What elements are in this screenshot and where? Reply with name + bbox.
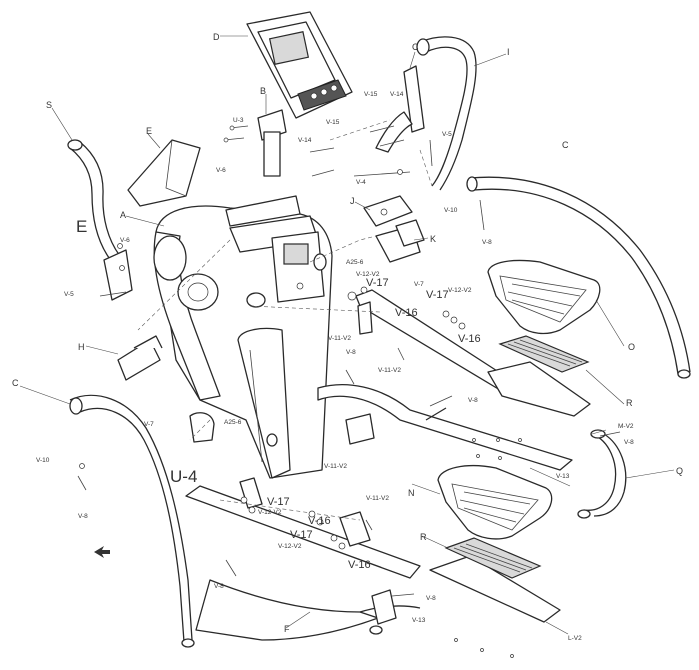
- label-r-upper: R: [626, 398, 633, 408]
- label-v5b: V-5: [64, 291, 74, 298]
- bracket-part-j: [363, 195, 413, 227]
- label-v10a: V-10: [444, 207, 458, 214]
- label-v15a: V-15: [364, 91, 378, 98]
- label-v16b: V-16: [458, 333, 481, 345]
- bracket-part-k: [375, 219, 425, 263]
- label-v14a: V-14: [390, 91, 404, 98]
- label-n: N: [408, 488, 415, 498]
- label-d: D: [213, 32, 220, 42]
- label-v8f: V-8: [214, 583, 224, 590]
- label-v14b: V-14: [298, 137, 312, 144]
- pedal-rail-lower: [185, 477, 561, 623]
- label-v8d: V-8: [624, 439, 634, 446]
- label-v4: V-4: [356, 179, 366, 186]
- post-part-c: [375, 65, 425, 153]
- bracket-part-h: [117, 335, 163, 381]
- arm-part-c-left: [69, 394, 195, 648]
- base-crossmember: [317, 384, 573, 471]
- label-c-left: C: [12, 378, 19, 388]
- pointer-arrow-icon: [94, 546, 110, 558]
- column-part-b: [257, 109, 287, 177]
- label-v17b: V-17: [426, 289, 449, 301]
- label-v16a: V-16: [395, 307, 418, 319]
- fasteners: [77, 125, 621, 658]
- label-v11v2b: V-11-V2: [378, 367, 401, 374]
- label-j: J: [350, 196, 355, 206]
- label-v7a: V-7: [414, 281, 424, 288]
- frame-part-f: [195, 579, 421, 641]
- handlebar-part-s: [67, 139, 133, 301]
- label-e-large: E: [76, 217, 87, 236]
- label-u3: U-3: [233, 117, 244, 124]
- label-v17c: V-17: [267, 496, 290, 508]
- pedal-pad-part-r-upper: [498, 335, 590, 373]
- label-h: H: [78, 342, 85, 352]
- label-a256b: A25-6: [224, 419, 242, 426]
- assembly-lines: [137, 119, 433, 521]
- label-v11v2a: V-11-V2: [328, 335, 351, 342]
- handlebar-part-i: [416, 36, 477, 191]
- part-labels: D C I S B U-3 V-6 E V-15 V-14 V-15 V-14 …: [12, 32, 683, 642]
- label-v8e: V-8: [78, 513, 88, 520]
- label-v16c: V-16: [308, 515, 331, 527]
- label-v12v2c: V-12-V2: [258, 509, 282, 516]
- pedal-pad-part-r-lower: [444, 537, 542, 579]
- shroud-part-e: [127, 139, 201, 207]
- label-q: Q: [676, 466, 683, 476]
- label-v7b: V-7: [144, 421, 154, 428]
- pedal-part-n: [437, 465, 553, 540]
- label-i: I: [507, 47, 510, 57]
- label-v17a: V-17: [366, 277, 389, 289]
- label-v13b: V-13: [412, 617, 426, 624]
- label-c-top: C: [412, 42, 419, 52]
- pedal-part-o: [487, 259, 601, 335]
- label-v5a: V-5: [442, 131, 452, 138]
- label-v6a: V-6: [216, 167, 226, 174]
- label-mv2: M-V2: [618, 423, 634, 430]
- label-r-lower: R: [420, 532, 427, 542]
- label-lv2: L-V2: [568, 635, 582, 642]
- label-v16d: V-16: [348, 559, 371, 571]
- label-v11v2d: V-11-V2: [366, 495, 389, 502]
- arm-part-c-right: [466, 176, 691, 379]
- label-v10b: V-10: [36, 457, 50, 464]
- arm-part-g: [577, 429, 627, 519]
- label-v12v2a: V-12-V2: [356, 271, 380, 278]
- label-v11v2c: V-11-V2: [324, 463, 347, 470]
- label-v12v2b: V-12-V2: [448, 287, 472, 294]
- label-a: A: [120, 210, 126, 220]
- main-frame-part-a: [153, 195, 333, 479]
- label-v17d: V-17: [290, 529, 313, 541]
- label-v13a: V-13: [556, 473, 570, 480]
- label-c-right: C: [562, 140, 569, 150]
- console-part-d: [246, 11, 353, 119]
- label-v8c: V-8: [468, 397, 478, 404]
- label-s: S: [46, 100, 52, 110]
- label-v8g: V-8: [426, 595, 436, 602]
- label-v12v2d: V-12-V2: [278, 543, 302, 550]
- label-e-shroud: E: [146, 126, 152, 136]
- label-f: F: [284, 624, 290, 634]
- leader-lines: [19, 35, 675, 635]
- label-b: B: [260, 86, 266, 96]
- label-u4: U-4: [170, 467, 197, 486]
- label-a256a: A25-6: [346, 259, 364, 266]
- label-v6b: V-6: [120, 237, 130, 244]
- label-v8b: V-8: [346, 349, 356, 356]
- label-o: O: [628, 342, 635, 352]
- label-v8a: V-8: [482, 239, 492, 246]
- label-v15b: V-15: [326, 119, 340, 126]
- label-k: K: [430, 234, 436, 244]
- pedal-rail-upper: [355, 289, 591, 417]
